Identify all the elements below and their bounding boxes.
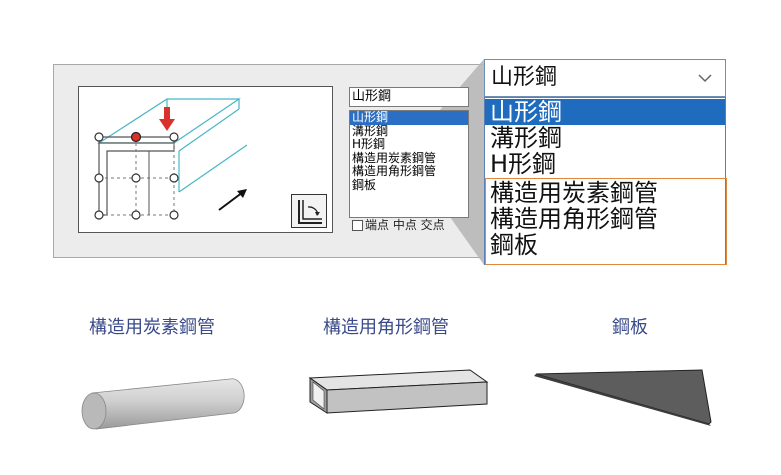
selected-snap-point: [130, 131, 142, 143]
list-item[interactable]: 山形鋼: [485, 99, 725, 125]
caption-square-pipe: 構造用角形鋼管: [323, 317, 449, 338]
snap-options-label: 端点 中点 交点: [365, 218, 445, 232]
chevron-down-icon[interactable]: [697, 70, 713, 86]
list-item[interactable]: 構造用角形鋼管: [490, 205, 658, 233]
type-combobox-small[interactable]: 山形鋼: [349, 87, 469, 107]
type-listbox-zoomed[interactable]: 山形鋼 溝形鋼 H形鋼 構造用炭素鋼管 構造用角形鋼管 鋼板: [484, 97, 726, 265]
snap-checkbox[interactable]: [352, 220, 363, 231]
direction-arrow-icon: [218, 189, 247, 211]
type-listbox-small[interactable]: 山形鋼 溝形鋼 H形鋼 構造用炭素鋼管 構造用角形鋼管 鋼板: [349, 110, 469, 218]
list-item[interactable]: 溝形鋼: [490, 124, 562, 152]
list-item[interactable]: 構造用角形鋼管: [352, 164, 437, 178]
angle-section-icon: [298, 200, 322, 224]
pipe-illustration: [81, 378, 245, 430]
list-item[interactable]: 山形鋼: [350, 110, 468, 125]
list-item[interactable]: 鋼板: [490, 231, 538, 259]
snap-options-row: 端点 中点 交点: [352, 216, 445, 233]
new-items-highlight: [485, 178, 727, 265]
shape-preview: [78, 86, 333, 233]
angle-shape-button[interactable]: [291, 194, 327, 228]
list-item[interactable]: 溝形鋼: [352, 123, 389, 138]
list-item[interactable]: 構造用炭素鋼管: [490, 179, 658, 207]
insertion-arrow-icon: [159, 107, 175, 131]
caption-plate: 鋼板: [612, 317, 648, 338]
list-item[interactable]: H形鋼: [490, 150, 557, 178]
list-item[interactable]: H形鋼: [352, 137, 386, 151]
combo-selected-value: 山形鋼: [491, 65, 558, 90]
caption-pipe: 構造用炭素鋼管: [89, 317, 215, 338]
plate-illustration: [534, 369, 712, 426]
combo-selected-value: 山形鋼: [352, 89, 392, 104]
snap-points: [94, 132, 179, 220]
type-combobox-zoomed[interactable]: 山形鋼: [484, 59, 726, 97]
list-item[interactable]: 鋼板: [352, 177, 377, 192]
list-item[interactable]: 構造用炭素鋼管: [352, 150, 437, 165]
square-pipe-illustration: [308, 369, 489, 414]
